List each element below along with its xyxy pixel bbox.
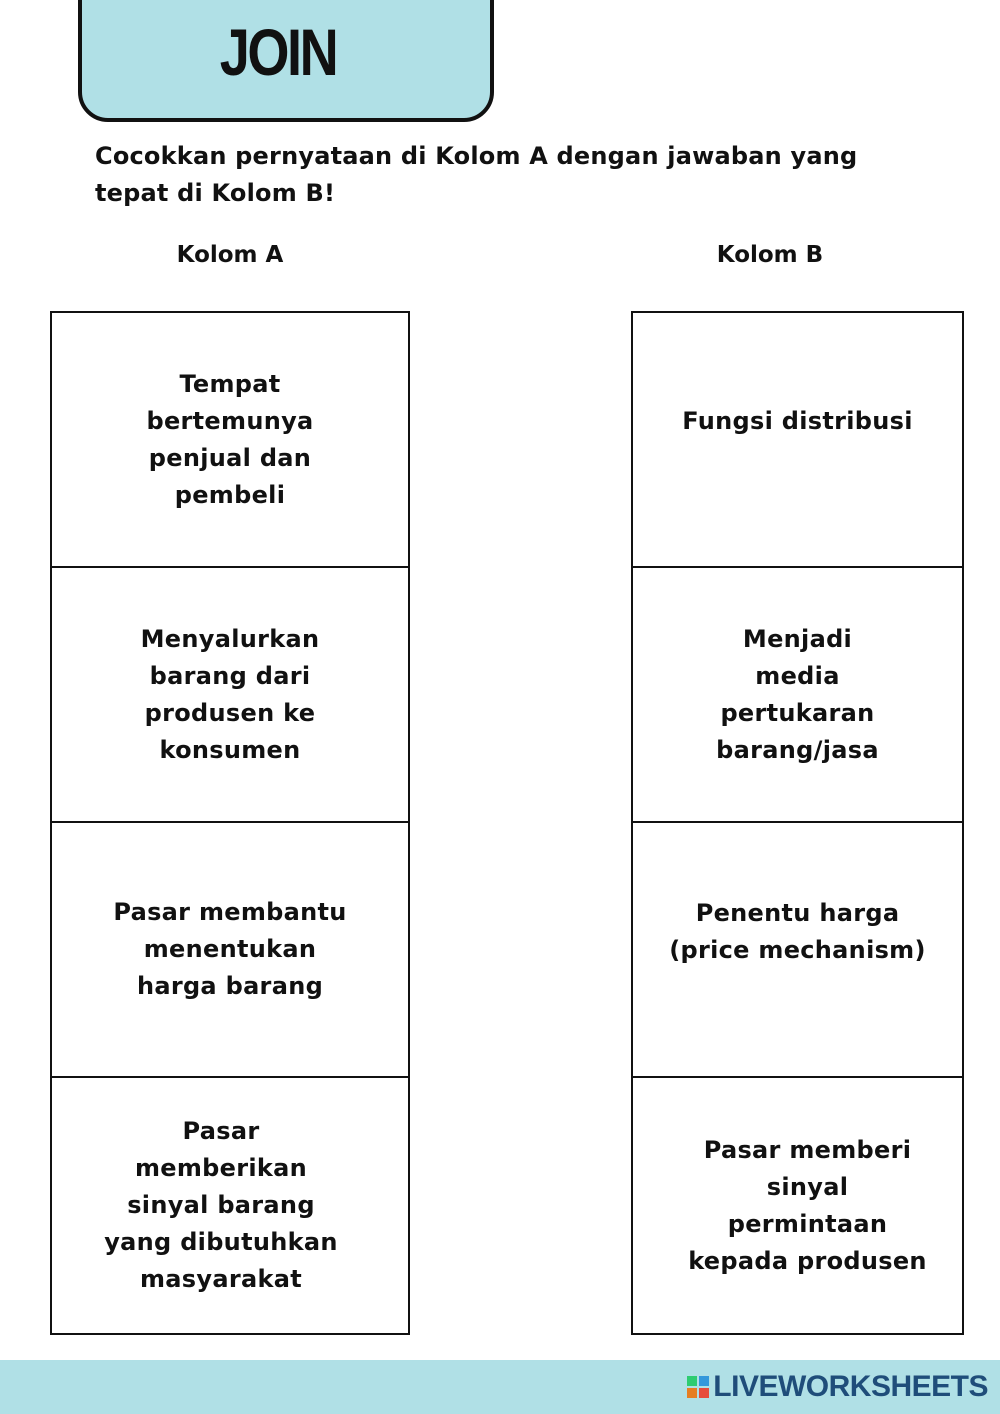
column-a-item[interactable]: Pasar memberikan sinyal barang yang dibu… — [52, 1078, 408, 1333]
column-a-item-text: Pasar membantu menentukan harga barang — [113, 898, 347, 1000]
column-b-item-text: Menjadi media pertukaran barang/jasa — [716, 624, 879, 764]
column-a-item[interactable]: Pasar membantu menentukan harga barang — [52, 823, 408, 1078]
column-a-item[interactable]: Tempat bertemunya penjual dan pembeli — [52, 313, 408, 568]
worksheet-title: JOIN — [219, 15, 339, 89]
liveworksheets-logo[interactable]: LIVEWORKSHEETS — [687, 1370, 988, 1404]
column-b-heading: Kolom B — [716, 242, 824, 268]
footer-band: LIVEWORKSHEETS — [0, 1360, 1000, 1414]
column-b-item-text: Pasar memberi sinyal permintaan kepada p… — [688, 1135, 927, 1275]
column-a-item-text: Tempat bertemunya penjual dan pembeli — [146, 369, 314, 509]
logo-text: LIVEWORKSHEETS — [713, 1370, 988, 1403]
logo-blocks-icon — [687, 1376, 710, 1398]
column-b-item-text: Penentu harga (price mechanism) — [669, 898, 926, 964]
column-a-heading: Kolom A — [176, 242, 284, 268]
column-b-item[interactable]: Penentu harga (price mechanism) — [633, 823, 962, 1078]
column-b-item[interactable]: Pasar memberi sinyal permintaan kepada p… — [633, 1078, 962, 1333]
column-a: Tempat bertemunya penjual dan pembeli Me… — [50, 311, 410, 1335]
title-tab: JOIN — [78, 0, 494, 122]
column-a-item-text: Menyalurkan barang dari produsen ke kons… — [140, 624, 320, 764]
column-b-item-text: Fungsi distribusi — [682, 407, 913, 435]
column-a-item-text: Pasar memberikan sinyal barang yang dibu… — [104, 1117, 338, 1293]
column-b-item[interactable]: Menjadi media pertukaran barang/jasa — [633, 568, 962, 823]
column-b: Fungsi distribusi Menjadi media pertukar… — [631, 311, 964, 1335]
column-a-item[interactable]: Menyalurkan barang dari produsen ke kons… — [52, 568, 408, 823]
column-b-item[interactable]: Fungsi distribusi — [633, 313, 962, 568]
instructions: Cocokkan pernyataan di Kolom A dengan ja… — [95, 142, 858, 207]
